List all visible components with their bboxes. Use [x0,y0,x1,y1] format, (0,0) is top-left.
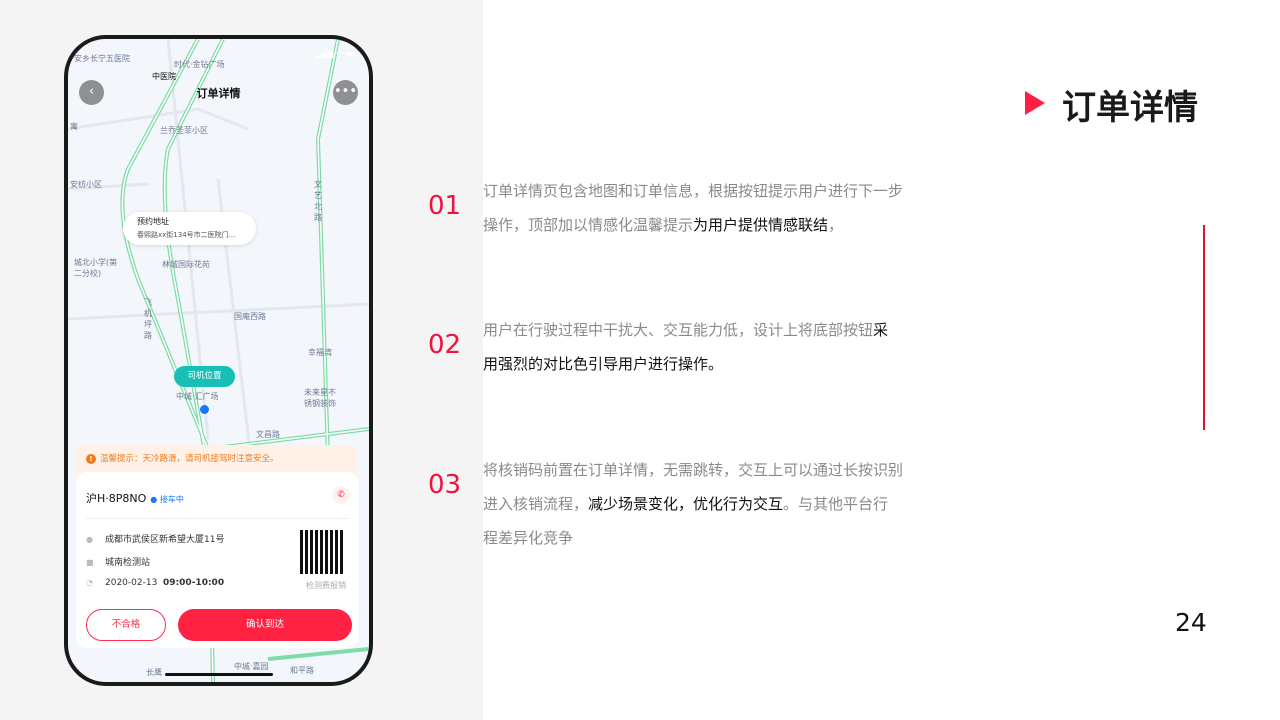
slide-title: 订单详情 [1062,88,1198,128]
qr-label: 检测费报销 [306,581,346,590]
reject-button[interactable]: 不合格 [86,609,166,641]
home-indicator [165,673,273,676]
map-label: 中城·汇广场 [176,392,219,401]
title-triangle-icon [1025,91,1045,115]
map-label: 城北小学(第二分校) [74,258,118,278]
driver-location-dot [200,405,209,414]
map-label: 寓 [70,122,78,131]
point-number: 03 [428,470,462,500]
time-text: 09:00-10:00 [163,578,225,588]
date-text: 2020-02-13 [105,578,158,588]
pickup-address-bubble[interactable]: 预约地址 春熙路xx街134号市二医院门... [123,212,256,245]
map-label: 和平路 [290,666,314,675]
map-label: 国庵西路 [234,312,266,321]
map-label: 未来星不锈钢装饰 [304,388,336,408]
nav-title: 订单详情 [196,87,241,100]
qr-code[interactable] [300,530,344,574]
info-icon: ! [86,454,96,464]
phone-mockup: 安乡长宁五医院 中医院 时代·金钻广场 兰乔圣菲小区 寓 安纺小区 文艺北路 城… [64,35,373,686]
back-button[interactable]: ‹ [79,80,104,105]
divider [86,518,348,519]
plate-row: 沪H·8P8NO● 接车中 [86,490,184,506]
tip-text: 温馨提示：天冷路滑，请司机接驾时注意安全。 [100,454,279,464]
map-label: 安纺小区 [70,180,102,189]
map-label: 时代·金钻广场 [174,60,225,69]
order-card: 沪H·8P8NO● 接车中 ✆ ● 成都市武侯区新希望大厦11号 ■ 城南检测站 ◔… [76,472,358,648]
map-label: 中医院 [152,72,176,81]
driver-location-label: 司机位置 [174,366,235,387]
address-text: 成都市武侯区新希望大厦11号 [105,535,225,545]
map-label: 幸福湾 [308,348,332,357]
map-label: 文艺北路 [314,180,322,222]
map-label: 安乡长宁五医院 [74,54,130,63]
accent-line [1203,225,1205,430]
call-button[interactable]: ✆ [332,486,350,504]
pickup-title: 预约地址 [137,217,169,226]
license-plate: 沪H·8P8NO [86,492,147,505]
point-text: 用户在行驶过程中干扰大、交互能力低，设计上将底部按钮采用强烈的对比色引导用户进行… [483,321,889,373]
map-label: 飞机坪路 [144,298,152,340]
station-text: 城南检测站 [105,558,151,568]
station-row: ■ 城南检测站 [86,555,150,568]
time-row: ◔ 2020-02-13 09:00-10:00 [86,578,224,588]
page-number: 24 [1175,608,1207,637]
point-text: 订单详情页包含地图和订单信息，根据按钮提示用户进行下一步操作，顶部加以情感化温馨… [483,182,904,234]
point-number: 02 [428,330,462,360]
more-button[interactable]: ••• [333,80,358,105]
map-label: 文昌路 [256,430,280,439]
building-icon: ■ [86,558,94,567]
chevron-left-icon: ‹ [88,84,95,99]
map-label: 林城国际花苑 [162,260,210,269]
map-label: 长鹰 [146,668,162,677]
address-row: ● 成都市武侯区新希望大厦11号 [86,532,224,545]
point-text: 将核销码前置在订单详情，无需跳转，交互上可以通过长按识别进入核销流程，减少场景变… [483,461,904,547]
more-icon: ••• [333,84,357,99]
location-pin-icon: ● [86,535,93,544]
clock-icon: ◔ [86,578,93,587]
map-label: 兰乔圣菲小区 [160,126,208,135]
pickup-address: 春熙路xx街134号市二医院门... [137,231,236,239]
phone-icon: ✆ [337,490,345,500]
status-bar-icons: ▂▄▆ ◠ ▬ [314,49,353,58]
map-label: 中城·嘉园 [234,662,269,671]
point-number: 01 [428,191,462,221]
confirm-arrival-button[interactable]: 确认到达 [178,609,352,641]
status-text: 接车中 [159,495,184,504]
status-badge: ● 接车中 [150,495,184,504]
